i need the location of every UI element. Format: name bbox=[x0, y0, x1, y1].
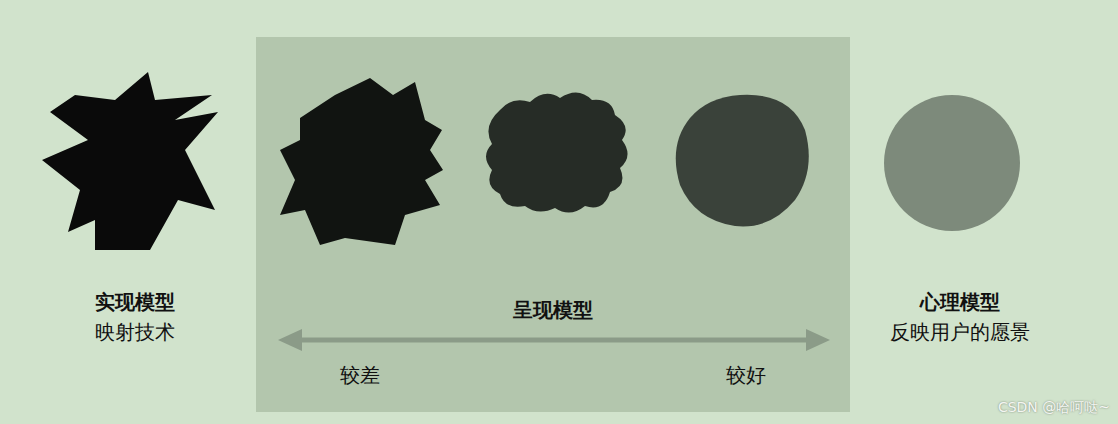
model-title: 心理模型 bbox=[920, 290, 1000, 314]
watermark: CSDN @哈呵哒~ bbox=[998, 399, 1110, 416]
implementation-model: 实现模型映射技术 bbox=[20, 40, 256, 380]
model-title: 呈现模型 bbox=[513, 298, 593, 322]
double-arrow bbox=[278, 329, 830, 351]
model-title: 实现模型 bbox=[95, 290, 175, 314]
model-note: 映射技术 bbox=[95, 320, 175, 344]
presentation-model: 呈现模型较差 较好 bbox=[256, 37, 850, 412]
model-note: 反映用户的愿景 bbox=[890, 320, 1030, 344]
jagged-shape bbox=[42, 72, 218, 250]
rough-blob bbox=[486, 92, 628, 212]
scale-end: 较好 bbox=[726, 363, 766, 387]
near-circle bbox=[676, 95, 809, 227]
scale-end: 较差 bbox=[340, 363, 380, 387]
smooth-circle bbox=[884, 95, 1020, 231]
mental-model: 心理模型反映用户的愿景 bbox=[850, 40, 1118, 380]
presentation-band bbox=[256, 37, 850, 412]
jagged-shape bbox=[280, 78, 443, 245]
